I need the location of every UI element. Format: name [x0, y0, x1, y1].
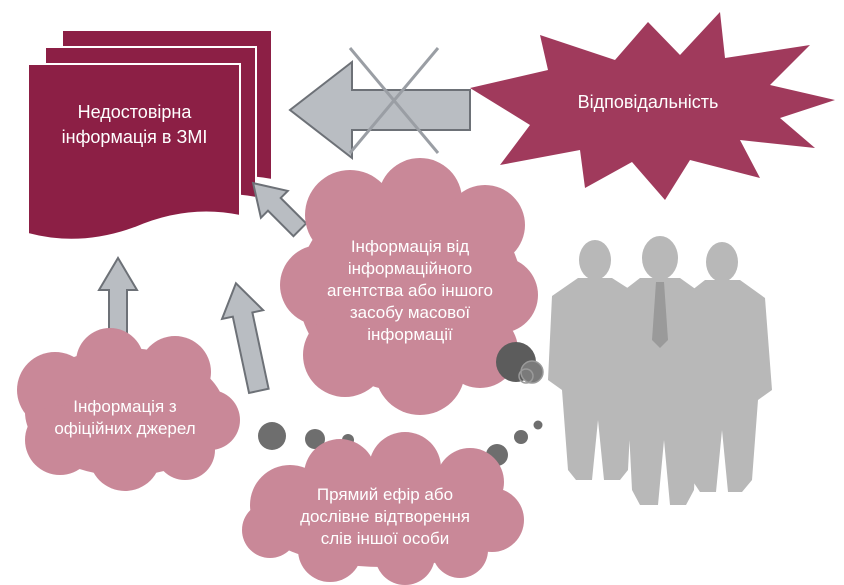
official-line-2: офіційних джерел	[54, 419, 196, 438]
cloud-live	[242, 432, 524, 585]
document-title: Недостовірна інформація в ЗМІ	[52, 100, 217, 150]
live-line-2: дослівне відтворення	[300, 507, 470, 526]
diagonal-arrow-agency	[251, 181, 308, 238]
up-arrow-left	[97, 256, 139, 334]
group-of-people-silhouette	[548, 236, 772, 505]
live-cloud-text: Прямий ефір або дослівне відтворення слі…	[285, 484, 485, 550]
up-arrow-official	[220, 281, 270, 395]
agency-line-1: Інформація від	[350, 237, 470, 256]
cloud-agency	[280, 158, 538, 415]
person-middle	[612, 236, 714, 505]
cloud-official	[17, 328, 240, 491]
agency-line-3: агентства або іншого	[327, 281, 493, 300]
live-line-1: Прямий ефір або	[316, 485, 454, 504]
document-title-line-2: інформація в ЗМІ	[61, 127, 208, 147]
agency-thought-bubbles	[496, 342, 544, 384]
responsibility-label: Відповідальність	[577, 92, 719, 112]
agency-line-4: засобу масової	[349, 303, 471, 322]
document-title-line-1: Недостовірна	[77, 102, 192, 122]
official-line-1: Інформація з	[73, 397, 177, 416]
agency-line-2: інформаційного	[347, 259, 473, 278]
left-arrow	[288, 59, 471, 161]
agency-line-5: інформації	[367, 325, 453, 344]
responsibility-star	[470, 12, 835, 200]
official-cloud-text: Інформація з офіційних джерел	[30, 396, 220, 440]
blocked-arrow	[288, 47, 471, 161]
document-front	[27, 63, 241, 241]
document-stack	[27, 29, 273, 241]
cross-line-2	[348, 47, 440, 154]
live-line-3: слів іншої особи	[320, 529, 450, 548]
agency-cloud-text: Інформація від інформаційного агентства …	[310, 236, 510, 346]
